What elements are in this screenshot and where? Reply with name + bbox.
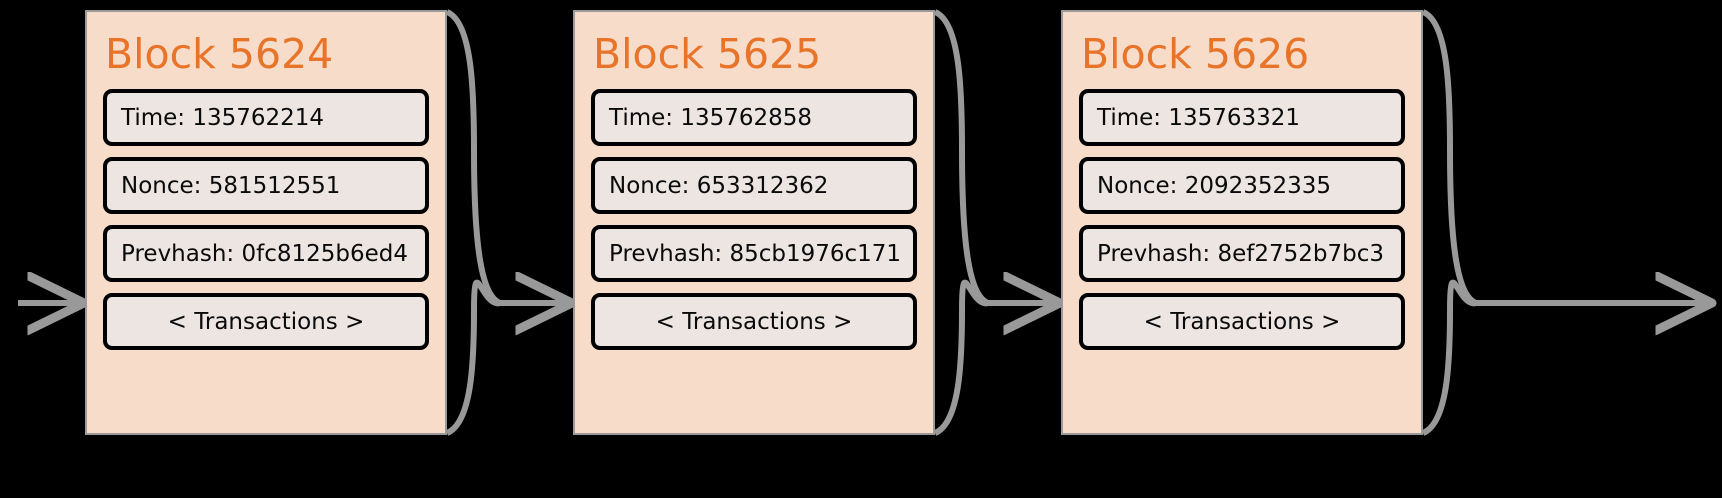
field-nonce: Nonce: 653312362 (591, 157, 917, 214)
field-time: Time: 135762214 (103, 89, 429, 146)
block-fields: Time: 135762214 Nonce: 581512551 Prevhas… (87, 75, 445, 350)
block-card-5626[interactable]: Block 5626 Time: 135763321 Nonce: 209235… (1061, 10, 1423, 435)
block-title: Block 5626 (1081, 30, 1310, 78)
field-time: Time: 135763321 (1079, 89, 1405, 146)
block-title: Block 5624 (105, 30, 334, 78)
field-transactions[interactable]: < Transactions > (591, 293, 917, 350)
link-arrow-1 (445, 9, 566, 436)
field-prevhash: Prevhash: 85cb1976c171 (591, 225, 917, 282)
link-arrow-2 (933, 9, 1054, 436)
field-transactions[interactable]: < Transactions > (103, 293, 429, 350)
block-card-5625[interactable]: Block 5625 Time: 135762858 Nonce: 653312… (573, 10, 935, 435)
field-transactions[interactable]: < Transactions > (1079, 293, 1405, 350)
field-time: Time: 135762858 (591, 89, 917, 146)
block-title: Block 5625 (593, 30, 822, 78)
block-fields: Time: 135762858 Nonce: 653312362 Prevhas… (575, 75, 933, 350)
field-prevhash: Prevhash: 0fc8125b6ed4 (103, 225, 429, 282)
field-nonce: Nonce: 2092352335 (1079, 157, 1405, 214)
outgoing-arrow (1421, 9, 1706, 436)
field-nonce: Nonce: 581512551 (103, 157, 429, 214)
block-fields: Time: 135763321 Nonce: 2092352335 Prevha… (1063, 75, 1421, 350)
block-card-5624[interactable]: Block 5624 Time: 135762214 Nonce: 581512… (85, 10, 447, 435)
field-prevhash: Prevhash: 8ef2752b7bc3 (1079, 225, 1405, 282)
